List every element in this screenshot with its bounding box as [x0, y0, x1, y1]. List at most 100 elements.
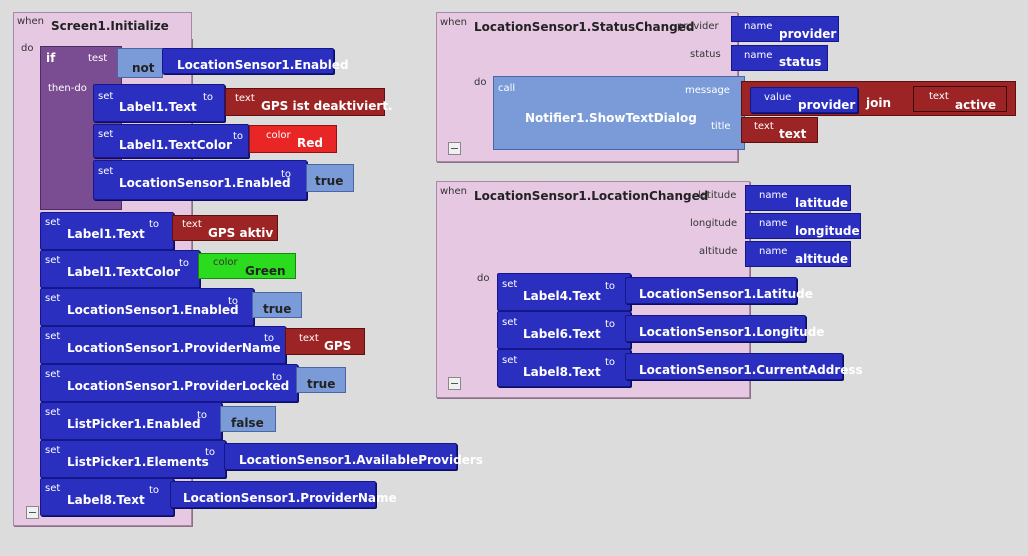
- to-keyword: to: [281, 169, 292, 180]
- text-value: text: [779, 127, 807, 141]
- getter-current-address[interactable]: [625, 353, 843, 380]
- boolean-false-block[interactable]: [220, 406, 276, 432]
- param-name: altitude: [795, 252, 849, 266]
- not-block[interactable]: [117, 48, 163, 78]
- name-keyword: name: [759, 218, 788, 229]
- do-keyword: do: [21, 43, 34, 54]
- param-status[interactable]: [731, 45, 828, 71]
- to-keyword: to: [149, 219, 160, 230]
- event-name: LocationSensor1.StatusChanged: [474, 20, 695, 34]
- param-longitude[interactable]: [745, 213, 861, 239]
- method-name: Notifier1.ShowTextDialog: [525, 111, 697, 125]
- set-label1-text[interactable]: [40, 212, 174, 250]
- text-value: GPS aktiv: [208, 226, 274, 240]
- boolean-true-block[interactable]: [252, 292, 302, 318]
- join-keyword: join: [866, 96, 892, 110]
- param-label-altitude: altitude: [699, 246, 738, 257]
- setter-target: Label6.Text: [523, 327, 601, 341]
- boolean-true-block[interactable]: [296, 367, 346, 393]
- set-listpicker-elements[interactable]: [40, 440, 226, 478]
- setter-target: Label1.Text: [119, 100, 197, 114]
- set-sensor-enabled[interactable]: [40, 288, 254, 326]
- text-value-block[interactable]: [172, 215, 278, 241]
- name-keyword: name: [744, 50, 773, 61]
- param-name: longitude: [795, 224, 860, 238]
- getter-providername[interactable]: [170, 481, 376, 508]
- collapse-toggle[interactable]: [26, 506, 39, 519]
- set-keyword: set: [45, 483, 61, 494]
- not-keyword: not: [132, 61, 155, 75]
- text-keyword: text: [929, 91, 949, 102]
- set-keyword: set: [45, 217, 61, 228]
- getter-label: LocationSensor1.AvailableProviders: [239, 453, 483, 467]
- event-name: Screen1.Initialize: [51, 19, 169, 33]
- color-keyword: color: [266, 130, 291, 141]
- setter-target: LocationSensor1.Enabled: [67, 303, 239, 317]
- getter-available-providers[interactable]: [224, 443, 457, 470]
- set-keyword: set: [45, 369, 61, 380]
- if-test-getter[interactable]: [162, 48, 334, 74]
- to-keyword: to: [228, 296, 239, 307]
- text-keyword: text: [182, 219, 202, 230]
- param-latitude[interactable]: [745, 185, 851, 211]
- then-set-sensor-enabled[interactable]: [93, 160, 307, 200]
- title-label: title: [711, 121, 731, 132]
- getter-label: LocationSensor1.Longitude: [639, 325, 825, 339]
- to-keyword: to: [149, 485, 160, 496]
- set-label4-text[interactable]: [497, 273, 631, 311]
- test-label: test: [88, 53, 108, 64]
- getter-longitude[interactable]: [625, 315, 806, 342]
- text-active-block[interactable]: [913, 86, 1007, 112]
- boolean-true-block[interactable]: [306, 164, 354, 192]
- set-label8-text[interactable]: [497, 349, 631, 387]
- color-green-block[interactable]: [198, 253, 296, 279]
- collapse-toggle[interactable]: [448, 377, 461, 390]
- text-value: GPS ist deaktiviert.: [261, 99, 393, 113]
- when-keyword: when: [440, 17, 468, 28]
- set-sensor-providername[interactable]: [40, 326, 286, 364]
- text-value: GPS: [324, 339, 352, 353]
- boolean-value: true: [315, 174, 344, 188]
- to-keyword: to: [233, 131, 244, 142]
- set-listpicker-enabled[interactable]: [40, 402, 222, 440]
- set-keyword: set: [45, 331, 61, 342]
- param-provider[interactable]: [731, 16, 839, 42]
- then-do-label: then-do: [48, 83, 87, 94]
- getter-latitude[interactable]: [625, 277, 797, 304]
- set-label1-textcolor[interactable]: [40, 250, 200, 288]
- value-provider-getter[interactable]: [750, 87, 858, 113]
- collapse-toggle[interactable]: [448, 142, 461, 155]
- screen-init-event-head[interactable]: [13, 12, 192, 40]
- text-keyword: text: [235, 93, 255, 104]
- title-text-block[interactable]: [741, 117, 818, 143]
- param-name: provider: [779, 27, 837, 41]
- to-keyword: to: [203, 92, 214, 103]
- text-keyword: text: [754, 121, 774, 132]
- set-label8-text[interactable]: [40, 478, 174, 516]
- text-value-block[interactable]: [225, 88, 385, 116]
- param-name: status: [779, 55, 822, 69]
- to-keyword: to: [264, 333, 275, 344]
- param-label-latitude: latitude: [698, 190, 737, 201]
- set-keyword: set: [45, 445, 61, 456]
- name-keyword: name: [744, 21, 773, 32]
- call-keyword: call: [498, 83, 516, 94]
- color-red-block[interactable]: [249, 125, 337, 153]
- call-show-text-dialog[interactable]: [493, 76, 745, 150]
- if-keyword: if: [46, 51, 56, 65]
- setter-target: Label8.Text: [523, 365, 601, 379]
- then-set-label1-text[interactable]: [93, 84, 225, 122]
- set-keyword: set: [98, 91, 114, 102]
- when-keyword: when: [17, 16, 45, 27]
- then-set-label1-textcolor[interactable]: [93, 124, 249, 158]
- text-value-block[interactable]: [285, 328, 365, 355]
- set-keyword: set: [98, 129, 114, 140]
- set-label6-text[interactable]: [497, 311, 631, 349]
- set-sensor-providerlocked[interactable]: [40, 364, 298, 402]
- getter-label: LocationSensor1.CurrentAddress: [639, 363, 863, 377]
- value-name: provider: [798, 98, 856, 112]
- param-altitude[interactable]: [745, 241, 851, 267]
- set-keyword: set: [502, 279, 518, 290]
- color-value: Green: [245, 264, 286, 278]
- setter-target: Label1.Text: [67, 227, 145, 241]
